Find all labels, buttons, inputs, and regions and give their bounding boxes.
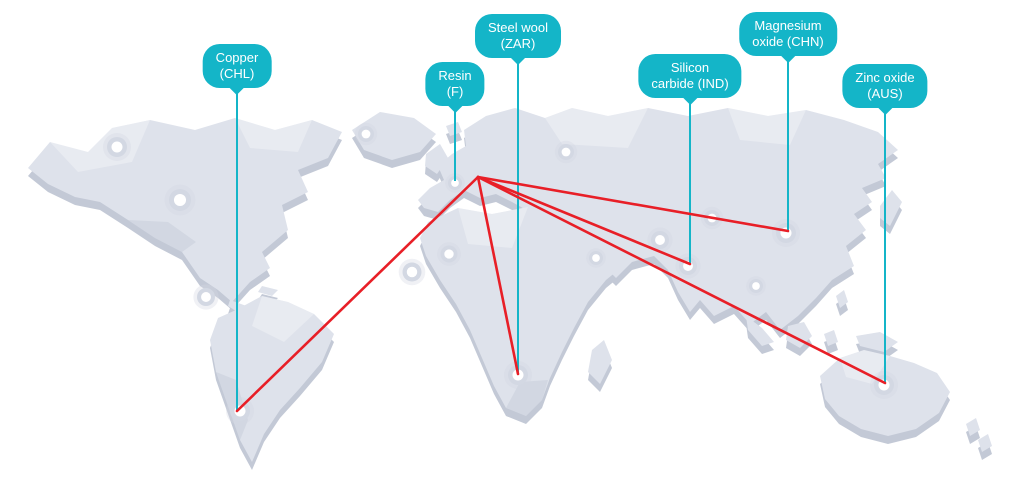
map-spot <box>554 140 578 164</box>
callout-resin-f: Resin (F) <box>425 62 485 106</box>
spot-core <box>592 254 600 262</box>
map-facet <box>235 118 312 152</box>
map-spot <box>445 173 465 193</box>
spot-core <box>655 235 665 245</box>
spot-core <box>444 249 454 259</box>
route-lines <box>235 175 887 413</box>
callout-zinc-oxide-aus: Zinc oxide (AUS) <box>842 64 928 108</box>
callout-line1: Copper <box>215 50 259 65</box>
region-caribbean <box>258 286 278 296</box>
callout-line2: (F) <box>446 84 464 99</box>
callout-line2: carbide (IND) <box>651 76 729 91</box>
callout-bubble-steel-wool-zar: Steel wool (ZAR) <box>475 14 561 58</box>
map-facet <box>545 108 648 148</box>
spot-core <box>111 141 123 153</box>
map-spot <box>586 248 606 268</box>
map-facet <box>458 207 528 248</box>
spot-core <box>752 282 760 290</box>
route-line-copper-chl <box>235 175 480 413</box>
callout-stems <box>236 54 886 411</box>
callout-bubble-resin-f: Resin (F) <box>425 62 485 106</box>
callout-line1: Resin <box>438 68 472 83</box>
callout-bubble-magnesium-oxide-chn: Magnesium oxide (CHN) <box>739 12 837 56</box>
callout-bubble-silicon-carbide-ind: Silicon carbide (IND) <box>638 54 742 98</box>
callout-line1: Magnesium <box>754 18 822 33</box>
spot-core <box>561 147 571 157</box>
route-line-magnesium-oxide-chn <box>476 175 790 233</box>
route-line-silicon-carbide-ind <box>476 175 692 266</box>
map-spot <box>398 258 426 286</box>
spot-core <box>451 179 459 187</box>
spot-core <box>361 129 371 139</box>
map-facet <box>128 220 196 252</box>
callout-steel-wool-zar: Steel wool (ZAR) <box>475 14 561 58</box>
route-line-steel-wool-zar <box>476 175 520 376</box>
region-japan <box>880 190 902 226</box>
callout-line1: Silicon <box>670 60 710 75</box>
map-facet <box>728 108 806 145</box>
map-spot <box>675 253 701 279</box>
callout-line2: (ZAR) <box>500 36 536 51</box>
map-facet <box>506 380 548 416</box>
spot-core <box>173 193 187 207</box>
map-spot <box>647 227 673 253</box>
map-facet <box>252 296 314 342</box>
route-line-zinc-oxide-aus <box>476 175 887 385</box>
callout-silicon-carbide-ind: Silicon carbide (IND) <box>638 54 742 98</box>
callout-line2: (CHL) <box>219 66 255 81</box>
callout-line2: (AUS) <box>867 86 903 101</box>
map-spot <box>164 184 196 216</box>
map-spot <box>226 397 254 425</box>
map-facets <box>50 108 890 440</box>
map-spot <box>354 122 378 146</box>
callout-magnesium-oxide-chn: Magnesium oxide (CHN) <box>739 12 837 56</box>
map-spot <box>193 284 219 310</box>
map-spot <box>437 242 461 266</box>
callout-line1: Zinc oxide <box>855 70 915 85</box>
map-facet <box>50 120 150 172</box>
map-spot <box>772 219 800 247</box>
map-spot <box>103 133 131 161</box>
callout-line1: Steel wool <box>488 20 548 35</box>
callout-copper-chl: Copper (CHL) <box>202 44 272 88</box>
callout-bubble-zinc-oxide-aus: Zinc oxide (AUS) <box>842 64 928 108</box>
map-spot <box>746 276 766 296</box>
callout-bubble-copper-chl: Copper (CHL) <box>202 44 272 88</box>
callout-line2: oxide (CHN) <box>752 34 824 49</box>
map-facet <box>840 350 890 384</box>
spot-core <box>201 292 211 302</box>
spot-core <box>406 266 418 278</box>
